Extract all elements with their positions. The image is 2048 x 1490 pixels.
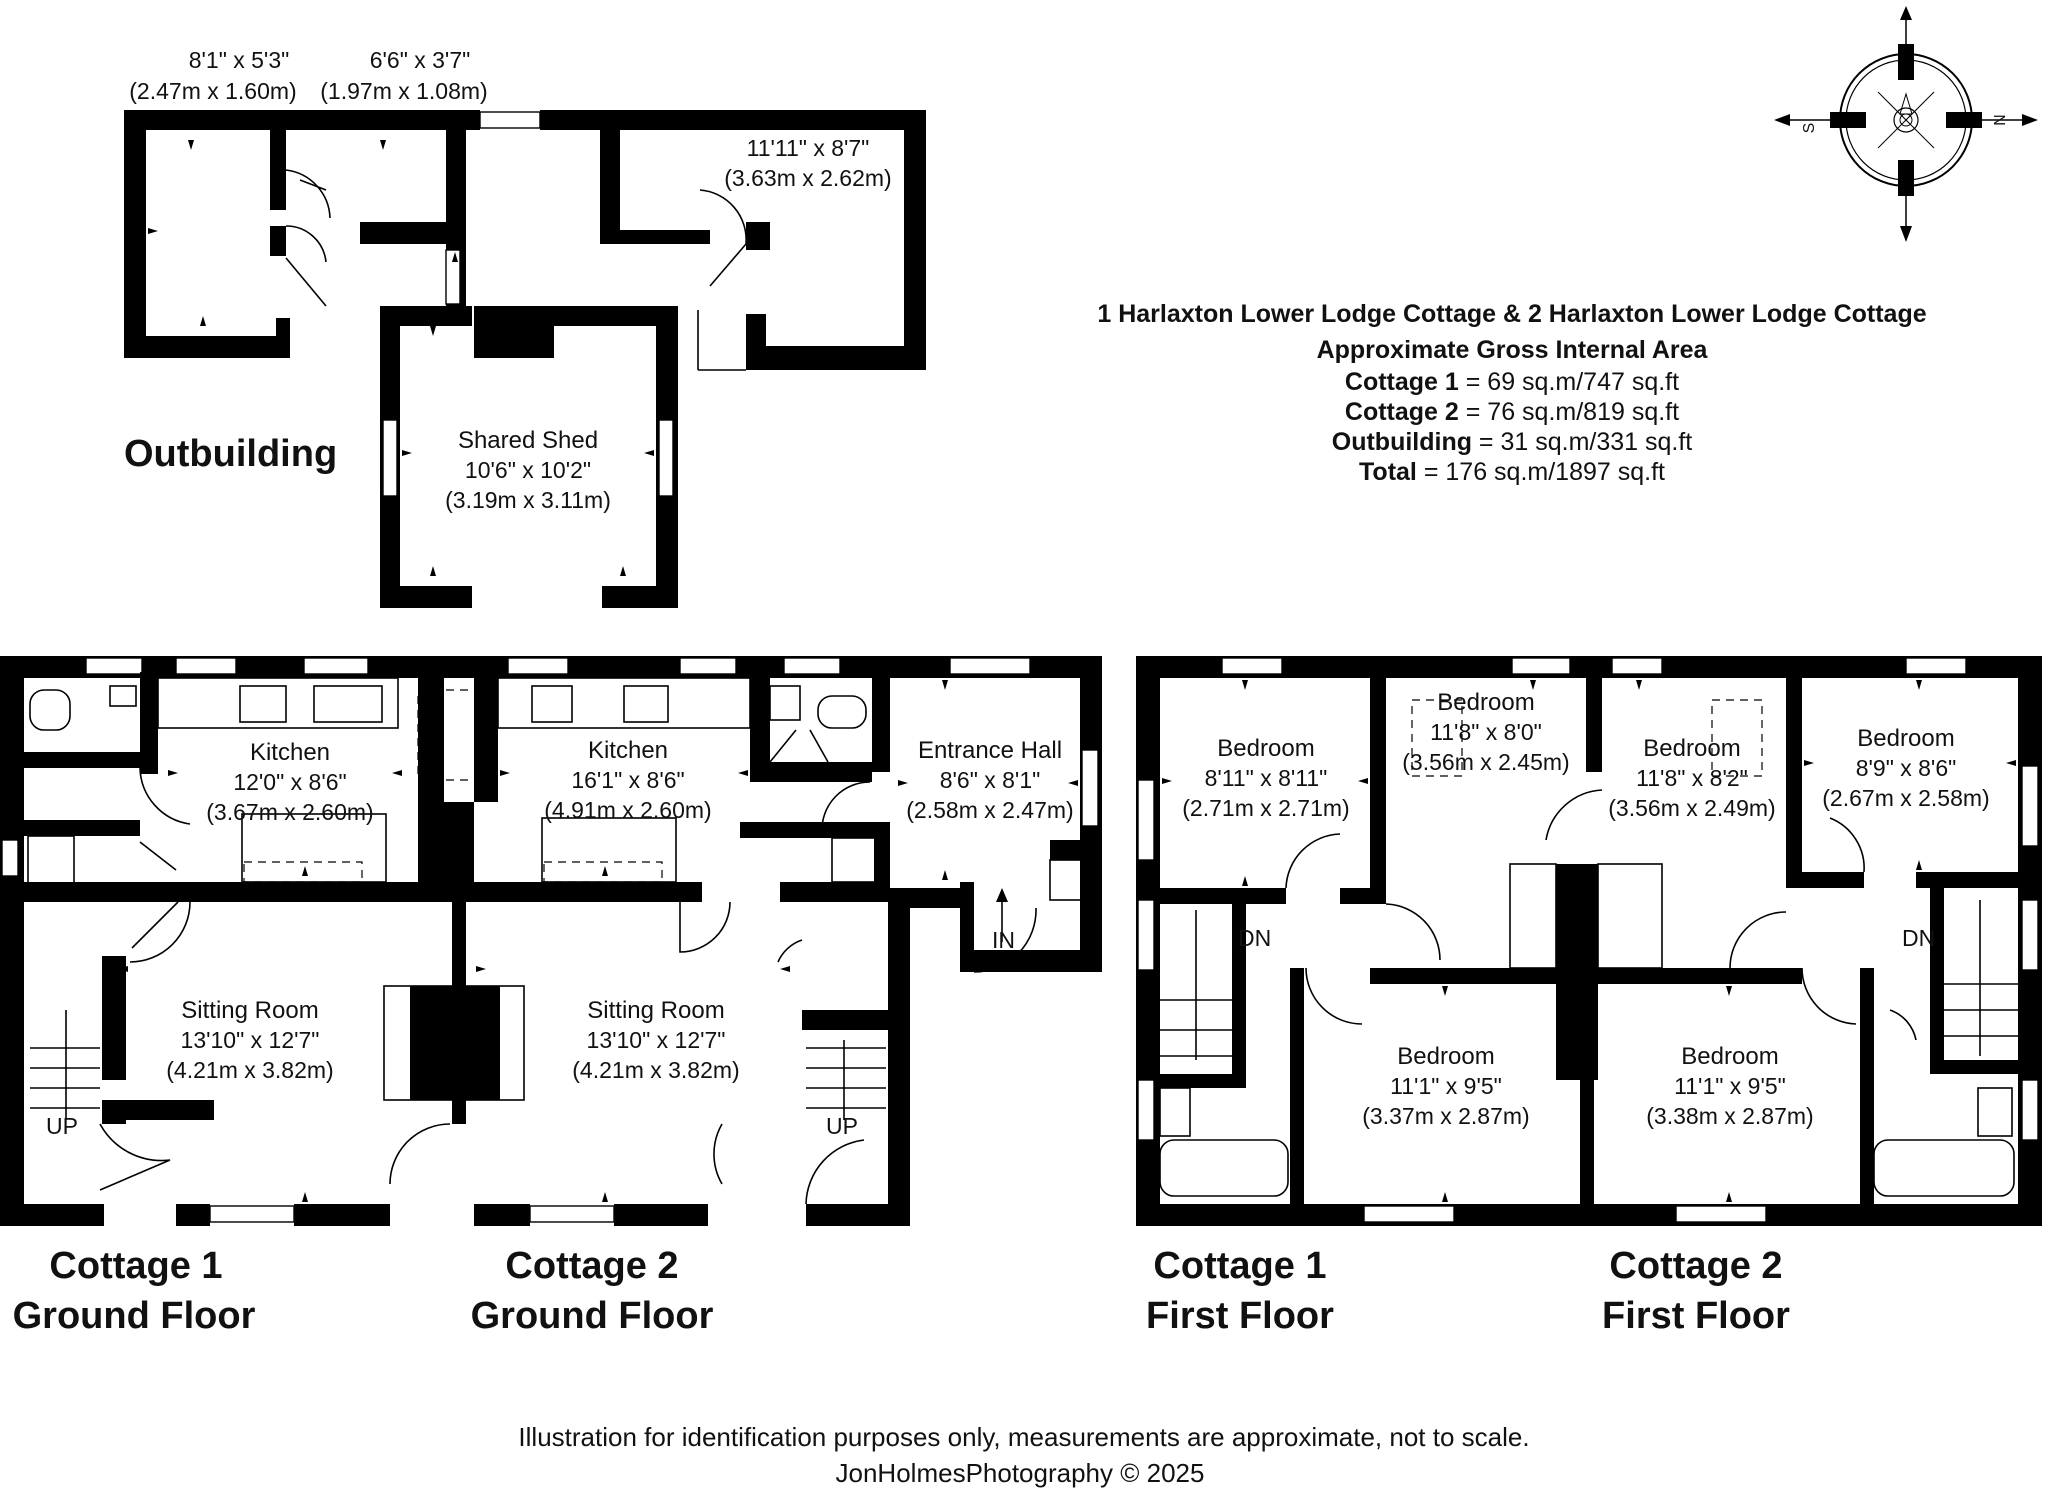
c1-sitting-dim-imperial: 13'10" x 12'7": [181, 1027, 320, 1053]
store-right-dim-metric: (3.63m x 2.62m): [724, 165, 891, 191]
c2-sitting-dim-metric: (4.21m x 3.82m): [572, 1057, 739, 1083]
area-subtitle: Approximate Gross Internal Area: [1317, 336, 1709, 364]
c1-ground-label-line2: Ground Floor: [13, 1295, 256, 1337]
compass-north-label: N: [1990, 114, 2007, 126]
c1-first-label-line2: First Floor: [1146, 1295, 1334, 1337]
shared-shed-dim-imperial: 10'6" x 10'2": [465, 457, 591, 483]
area-line-cottage-1: Cottage 1 = 69 sq.m/747 sq.ft: [1345, 368, 1679, 396]
c2-kitchen-dim-metric: (4.91m x 2.60m): [544, 797, 711, 823]
area-line-outbuilding: Outbuilding = 31 sq.m/331 sq.ft: [1332, 428, 1693, 456]
c1-ground-label-line1: Cottage 1: [49, 1245, 222, 1287]
c1-bed-c-dim-imperial: 11'1" x 9'5": [1390, 1073, 1502, 1099]
c2-bed-b-name: Bedroom: [1857, 725, 1954, 752]
entrance-hall-name: Entrance Hall: [918, 737, 1062, 764]
area-line-total: Total = 176 sq.m/1897 sq.ft: [1359, 458, 1665, 486]
shared-shed-name: Shared Shed: [458, 427, 598, 454]
c2-bed-c-dim-metric: (3.38m x 2.87m): [1646, 1103, 1813, 1129]
outbuilding-plan: [124, 110, 926, 608]
c1-sitting-name: Sitting Room: [181, 997, 318, 1024]
stair-dn-left-label: DN: [1238, 925, 1271, 951]
entrance-in-label: IN: [992, 927, 1015, 953]
c2-sitting-name: Sitting Room: [587, 997, 724, 1024]
stair-up-left-label: UP: [46, 1113, 78, 1139]
stair-up-right-label: UP: [826, 1113, 858, 1139]
entrance-hall-dim-imperial: 8'6" x 8'1": [940, 767, 1041, 793]
c2-bed-a-name: Bedroom: [1643, 735, 1740, 762]
entrance-hall-dim-metric: (2.58m x 2.47m): [906, 797, 1073, 823]
c1-kitchen-dim-imperial: 12'0" x 8'6": [233, 769, 346, 795]
c1-bed-c-name: Bedroom: [1397, 1043, 1494, 1070]
c2-bed-a-dim-metric: (3.56m x 2.49m): [1608, 795, 1775, 821]
c2-sitting-dim-imperial: 13'10" x 12'7": [587, 1027, 726, 1053]
first-floor-plan: [1136, 656, 2042, 1226]
c2-first-label-line2: First Floor: [1602, 1295, 1790, 1337]
store-right-dim-imperial: 11'11" x 8'7": [747, 135, 870, 161]
c1-kitchen-dim-metric: (3.67m x 2.60m): [206, 799, 373, 825]
outbuilding-label: Outbuilding: [124, 433, 337, 475]
c2-first-label-line1: Cottage 2: [1609, 1245, 1782, 1287]
store-left-dim-imperial: 8'1" x 5'3": [189, 47, 290, 73]
footer-disclaimer: Illustration for identification purposes…: [518, 1422, 1529, 1452]
c1-bed-c-dim-metric: (3.37m x 2.87m): [1362, 1103, 1529, 1129]
area-title: 1 Harlaxton Lower Lodge Cottage & 2 Harl…: [1097, 300, 1926, 328]
c1-bed-a-dim-imperial: 8'11" x 8'11": [1205, 765, 1328, 791]
stair-dn-right-label: DN: [1902, 925, 1935, 951]
compass-icon: [1774, 6, 2038, 242]
store-middle-dim-metric: (1.97m x 1.08m): [320, 78, 487, 104]
c1-bed-a-name: Bedroom: [1217, 735, 1314, 762]
c1-bed-a-dim-metric: (2.71m x 2.71m): [1182, 795, 1349, 821]
c1-bed-b-name: Bedroom: [1437, 689, 1534, 716]
store-middle-dim-imperial: 6'6" x 3'7": [370, 47, 471, 73]
ground-floor-plan: [0, 656, 1102, 1226]
c2-bed-b-dim-imperial: 8'9" x 8'6": [1856, 755, 1957, 781]
store-left-dim-metric: (2.47m x 1.60m): [129, 78, 296, 104]
c2-kitchen-name: Kitchen: [588, 737, 668, 764]
c2-bed-b-dim-metric: (2.67m x 2.58m): [1822, 785, 1989, 811]
footer-credit: JonHolmesPhotography © 2025: [836, 1458, 1205, 1488]
c2-ground-label-line1: Cottage 2: [505, 1245, 678, 1287]
area-line-cottage-2: Cottage 2 = 76 sq.m/819 sq.ft: [1345, 398, 1679, 426]
c2-bed-a-dim-imperial: 11'8" x 8'2": [1636, 765, 1748, 791]
c2-kitchen-dim-imperial: 16'1" x 8'6": [571, 767, 684, 793]
compass-south-label: S: [1801, 123, 1818, 134]
c2-bed-c-name: Bedroom: [1681, 1043, 1778, 1070]
shared-shed-dim-metric: (3.19m x 3.11m): [445, 487, 611, 513]
c1-kitchen-name: Kitchen: [250, 739, 330, 766]
c1-bed-b-dim-imperial: 11'8" x 8'0": [1430, 719, 1542, 745]
c1-bed-b-dim-metric: (3.56m x 2.45m): [1402, 749, 1569, 775]
c2-ground-label-line2: Ground Floor: [471, 1295, 714, 1337]
c2-bed-c-dim-imperial: 11'1" x 9'5": [1674, 1073, 1786, 1099]
c1-first-label-line1: Cottage 1: [1153, 1245, 1326, 1287]
c1-sitting-dim-metric: (4.21m x 3.82m): [166, 1057, 333, 1083]
